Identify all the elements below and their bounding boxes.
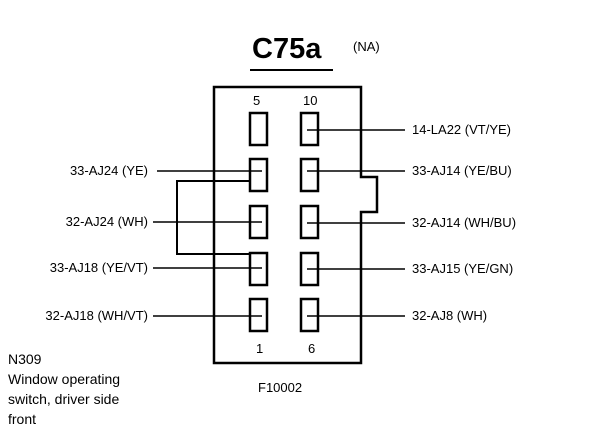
wire-label-left-2: 32-AJ24 (WH) [66, 214, 148, 229]
component-note: N309 Window operating switch, driver sid… [8, 349, 120, 429]
component-description-line-1: Window operating [8, 371, 121, 387]
cavity-pin-6 [299, 297, 320, 333]
wire-label-right-3: 32-AJ14 (WH/BU) [412, 215, 516, 230]
connector-variant: (NA) [353, 39, 380, 54]
figure-id: F10002 [258, 380, 302, 395]
wire-label-left-4: 32-AJ18 (WH/VT) [45, 308, 148, 323]
cavity-pin-4 [248, 157, 269, 193]
wire-label-left-3: 33-AJ18 (YE/VT) [50, 260, 148, 275]
connector-housing [212, 85, 379, 365]
pin-number-10: 10 [303, 93, 317, 108]
wire-label-right-4: 33-AJ15 (YE/GN) [412, 261, 513, 276]
component-description-line-2: switch, driver side [8, 391, 120, 407]
component-description-line-3: front [8, 411, 37, 427]
pin-number-1: 1 [256, 341, 263, 356]
cavity-pin-9 [299, 157, 320, 193]
cavity-pin-5 [248, 111, 269, 147]
cavity-pin-8 [299, 204, 320, 240]
wire-label-left-1: 33-AJ24 (YE) [70, 163, 148, 178]
wire-label-right-1: 14-LA22 (VT/YE) [412, 122, 511, 137]
cavity-pin-10 [299, 111, 320, 147]
pin-number-6: 6 [308, 341, 315, 356]
component-code: N309 [8, 351, 42, 367]
left-splice-bracket [176, 180, 250, 255]
wire-label-right-2: 33-AJ14 (YE/BU) [412, 163, 512, 178]
cavity-pin-2 [248, 251, 269, 287]
cavity-pin-1 [248, 297, 269, 333]
connector-title: C75a [252, 33, 322, 65]
wire-label-right-5: 32-AJ8 (WH) [412, 308, 487, 323]
pin-number-5: 5 [253, 93, 260, 108]
